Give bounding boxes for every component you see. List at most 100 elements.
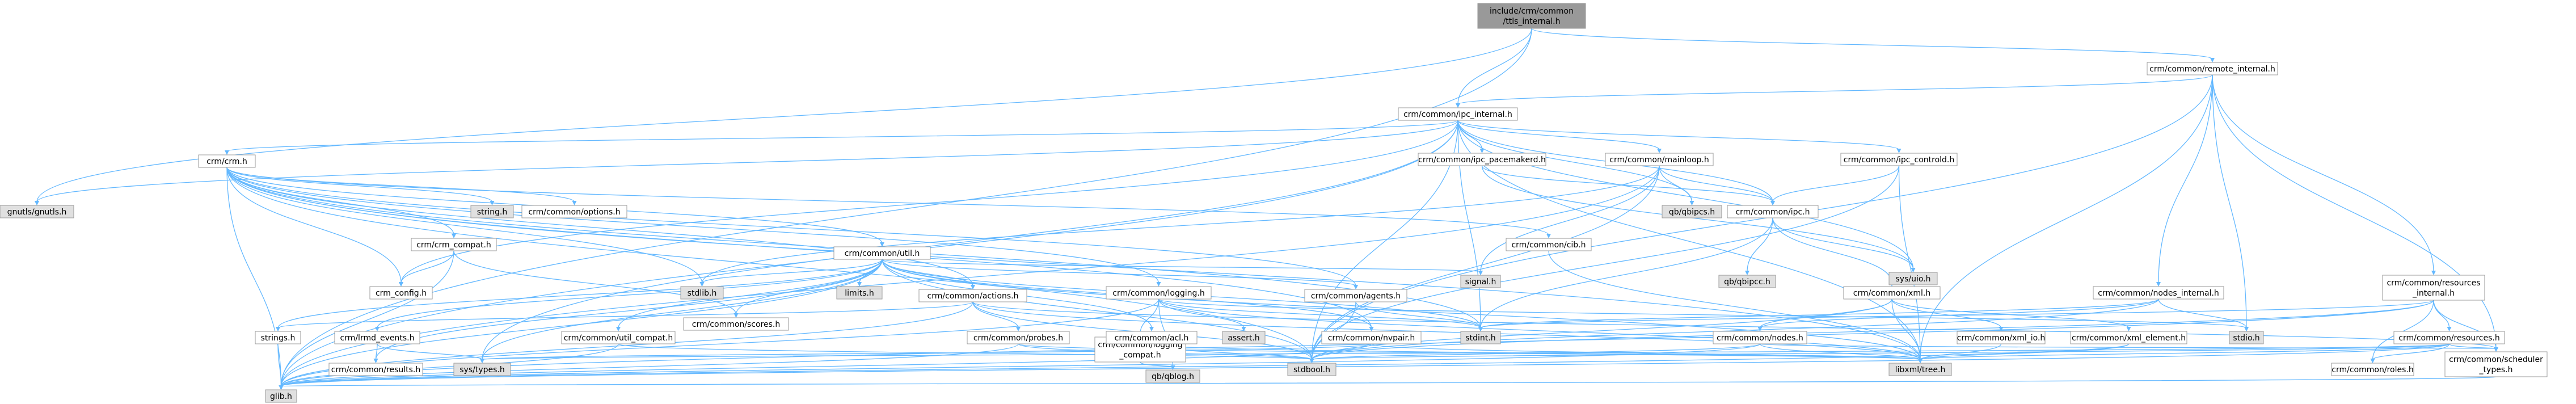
node-box — [1888, 363, 1952, 376]
node-sysuio: sys/uio.h — [1888, 272, 1938, 285]
node-box — [1398, 107, 1518, 121]
edge-ipc_h-to-qbipcc — [1745, 217, 1773, 275]
node-label: sys/types.h — [459, 365, 504, 374]
node-root[interactable]: include/crm/common/ttls_internal.h — [1477, 3, 1586, 29]
node-stdint: stdint.h — [1460, 331, 1501, 344]
node-box — [967, 331, 1070, 344]
node-util-h[interactable]: crm/common/util.h — [833, 246, 931, 260]
edge-actions-to-probes — [972, 301, 1021, 331]
node-label: crm_config.h — [376, 289, 427, 298]
arrowhead — [1911, 268, 1916, 272]
node-label: gnutls/gnutls.h — [7, 208, 67, 217]
node-label: crm/common/resources — [2387, 279, 2480, 288]
arrowhead — [399, 282, 403, 287]
node-crm-compat[interactable]: crm/crm_compat.h — [411, 238, 497, 251]
arrowhead — [1156, 282, 1161, 287]
arrowhead — [1918, 359, 1922, 363]
node-limits: limits.h — [836, 286, 883, 300]
arrowhead — [2126, 327, 2131, 331]
arrowhead — [572, 201, 577, 205]
arrowhead — [1478, 327, 1483, 331]
node-crm-config[interactable]: crm_config.h — [369, 286, 433, 300]
node-box — [265, 389, 297, 403]
node-box — [0, 205, 74, 218]
node-box — [411, 238, 497, 251]
arrowhead — [880, 242, 884, 247]
node-box — [1106, 286, 1212, 300]
node-stdbool: stdbool.h — [1287, 363, 1337, 376]
node-box — [334, 331, 420, 344]
node-results[interactable]: crm/common/results.h — [328, 363, 423, 376]
node-label: crm/common/options.h — [528, 208, 620, 217]
node-box — [833, 246, 931, 260]
node-box — [1957, 331, 2046, 344]
node-remote-internal[interactable]: crm/common/remote_internal.h — [2147, 62, 2278, 75]
node-logging[interactable]: crm/common/logging.h — [1106, 286, 1212, 300]
node-lrmd-events[interactable]: crm/lrmd_events.h — [334, 331, 420, 344]
node-label: crm/common/util_compat.h — [564, 334, 673, 343]
edge-nodes_h-to-scheduler_types — [1759, 343, 2498, 352]
node-box — [521, 205, 627, 218]
node-crm-h[interactable]: crm/crm.h — [198, 154, 256, 168]
edge-ipc_internal-to-mainloop — [1457, 120, 1662, 153]
node-assert: assert.h — [1222, 331, 1266, 344]
node-ipc-h[interactable]: crm/common/ipc.h — [1727, 205, 1819, 218]
node-box — [198, 154, 256, 168]
node-label: crm/common/results.h — [331, 365, 420, 374]
node-qbipcc: qb/qbipcc.h — [1718, 275, 1776, 288]
node-label: crm/common/probes.h — [973, 334, 1063, 343]
node-resources-h[interactable]: crm/common/resources.h — [2393, 331, 2505, 344]
node-box — [561, 331, 676, 344]
edge-actions-to-strings_h — [276, 301, 973, 331]
node-ipc-pacemakerd[interactable]: crm/common/ipc_pacemakerd.h — [1418, 153, 1546, 166]
node-resources-internal[interactable]: crm/common/resources_internal.h — [2382, 275, 2485, 301]
node-label: crm/common/acl.h — [1115, 334, 1189, 343]
arrowhead — [1149, 327, 1154, 331]
node-acl[interactable]: crm/common/acl.h — [1106, 331, 1198, 344]
arrowhead — [1369, 327, 1374, 331]
node-cib[interactable]: crm/common/cib.h — [1506, 238, 1592, 251]
header-nodes: include/crm/common/ttls_internal.h crm/co… — [0, 3, 2548, 403]
node-label: _internal.h — [2412, 289, 2455, 298]
node-agents[interactable]: crm/common/agents.h — [1304, 289, 1407, 302]
node-xml-element[interactable]: crm/common/xml_element.h — [2070, 331, 2187, 344]
node-box — [1718, 275, 1776, 288]
node-options[interactable]: crm/common/options.h — [521, 205, 627, 218]
node-scheduler-types[interactable]: crm/common/scheduler_types.h — [2444, 351, 2548, 377]
arrowhead — [375, 327, 380, 331]
node-label: _types.h — [2479, 365, 2513, 374]
edge-util_h-to-agents — [882, 259, 1358, 289]
edge-crm_compat-to-crm_config — [399, 250, 454, 287]
node-mainloop[interactable]: crm/common/mainloop.h — [1605, 153, 1714, 166]
node-nodes-h[interactable]: crm/common/nodes.h — [1713, 331, 1807, 344]
node-label: stdint.h — [1465, 334, 1495, 343]
node-scores[interactable]: crm/common/scores.h — [683, 317, 789, 331]
node-ipc-internal[interactable]: crm/common/ipc_internal.h — [1398, 107, 1518, 121]
node-stdio: stdio.h — [2229, 331, 2264, 344]
node-label: _compat.h — [1119, 351, 1161, 360]
node-box — [2444, 351, 2548, 377]
edge-xml_h-to-nodes_h — [1757, 298, 1892, 331]
arrowhead — [1016, 327, 1021, 331]
node-ipc-controld[interactable]: crm/common/ipc_controld.h — [1840, 153, 1958, 166]
node-roles[interactable]: crm/common/roles.h — [2331, 363, 2414, 376]
node-libxml-tree: libxml/tree.h — [1888, 363, 1952, 376]
node-strings-h[interactable]: strings.h — [255, 331, 301, 344]
node-box — [255, 331, 301, 344]
node-actions[interactable]: crm/common/actions.h — [918, 289, 1027, 302]
node-label: crm/common/ipc_pacemakerd.h — [1418, 155, 1546, 165]
edge-crm_h-to-glib — [226, 167, 284, 390]
node-probes[interactable]: crm/common/probes.h — [967, 331, 1070, 344]
node-nvpair[interactable]: crm/common/nvpair.h — [1321, 331, 1422, 344]
node-box — [1287, 363, 1337, 376]
dependency-edges — [35, 28, 2498, 390]
node-box — [1145, 369, 1200, 383]
node-xml-io[interactable]: crm/common/xml_io.h — [1957, 331, 2046, 344]
node-glib: glib.h — [265, 389, 297, 403]
node-nodes-internal[interactable]: crm/common/nodes_internal.h — [2093, 286, 2224, 300]
node-xml-h[interactable]: crm/common/xml.h — [1843, 286, 1941, 300]
arrowhead — [1689, 201, 1694, 205]
node-box — [1662, 205, 1722, 218]
node-util-compat[interactable]: crm/common/util_compat.h — [561, 331, 676, 344]
arrowhead — [480, 359, 484, 363]
